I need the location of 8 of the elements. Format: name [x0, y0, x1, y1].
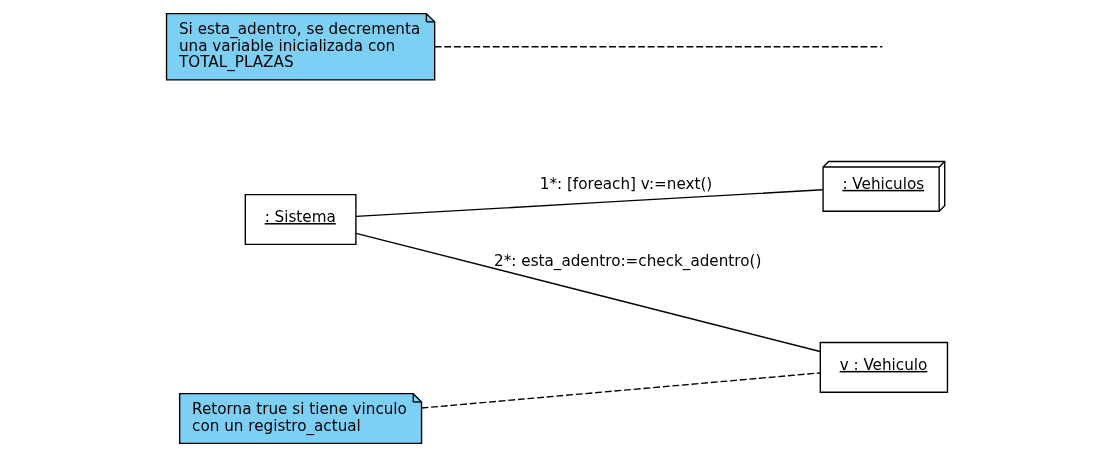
edge-label: 2*: esta_adentro:=check_adentro() [493, 252, 761, 271]
node-box: : Sistema [244, 193, 357, 246]
edge-label: 1*: [foreach] v:=next() [539, 174, 712, 193]
connector [420, 372, 821, 409]
node-box: v : Vehiculo [819, 341, 948, 393]
connector [354, 232, 821, 353]
connector [354, 189, 823, 218]
connector [433, 46, 883, 48]
